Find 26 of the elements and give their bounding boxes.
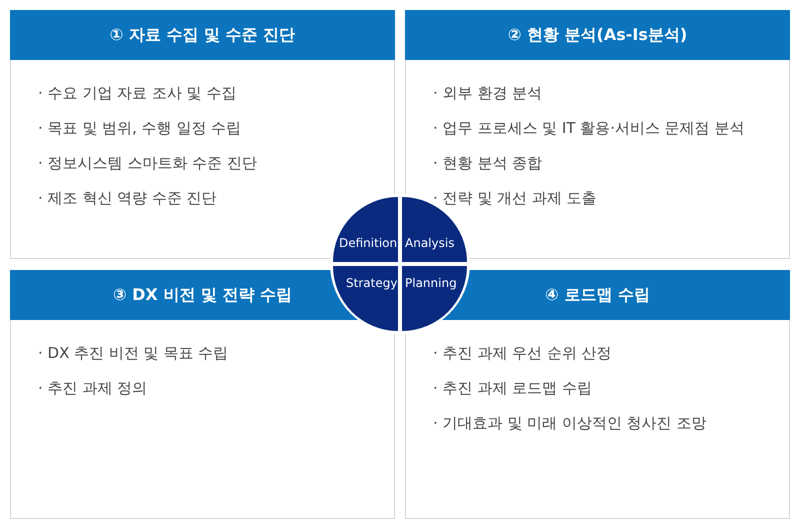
card-header: ② 현황 분석(As-Is분석) [405,10,790,60]
bullet-item: · 추진 과제 정의 [38,379,148,398]
bullet-item: · 전략 및 개선 과제 도출 [433,189,597,208]
bullet-item: · 제조 혁신 역량 수준 진단 [38,189,217,208]
card-header: ① 자료 수집 및 수준 진단 [10,10,395,60]
bullet-item: · 현황 분석 종합 [433,154,542,173]
quadrant [333,266,398,331]
step-card [10,270,395,519]
quadrant-label: Strategy [346,276,398,290]
quadrant [333,197,398,262]
bullet-item: · DX 추진 비전 및 목표 수립 [38,344,228,363]
bullet-item: · 목표 및 범위, 수행 일정 수립 [38,119,242,138]
step-card [405,10,790,259]
bullet-item: · 업무 프로세스 및 IT 활용·서비스 문제점 분석 [433,119,744,138]
step-card [405,270,790,519]
quadrant-label: Definition [339,236,398,250]
bullet-item: · 수요 기업 자료 조사 및 수집 [38,84,236,103]
bullet-item: · 추진 과제 로드맵 수립 [433,379,592,398]
bullet-item: · 외부 환경 분석 [433,84,542,103]
quadrant-label: Planning [405,276,457,290]
bullet-item: · 추진 과제 우선 순위 산정 [433,344,612,363]
bullet-item: · 정보시스템 스마트화 수준 진단 [38,154,257,173]
bullet-item: · 기대효과 및 미래 이상적인 청사진 조망 [433,414,706,433]
step-card [10,10,395,259]
quadrant [402,266,467,331]
quadrant-label: Analysis [405,236,454,250]
